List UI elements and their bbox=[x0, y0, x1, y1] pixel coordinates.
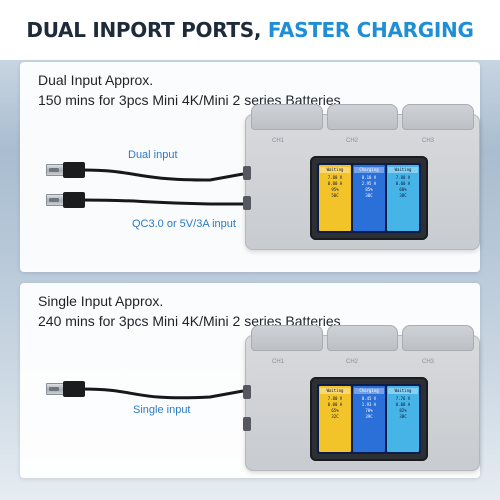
headline-banner: DUAL INPORT PORTS, FASTER CHARGING bbox=[0, 0, 500, 60]
lcd-channel-2: Charging 8.18 V 2.95 A 85% 38C bbox=[353, 165, 385, 231]
qc-input-caption: QC3.0 or 5V/3A input bbox=[132, 218, 236, 230]
lcd-current: 1.93 A bbox=[361, 402, 377, 407]
slot-label-ch3: CH3 bbox=[422, 359, 435, 365]
battery-slot-3 bbox=[402, 325, 475, 351]
lcd-voltage: 7.88 V bbox=[327, 175, 343, 180]
lcd-status: Waiting bbox=[388, 388, 418, 394]
lcd-display-bottom: Waiting 7.80 V 0.00 A 65% 32C Charging 8… bbox=[310, 377, 428, 461]
battery-slot-2 bbox=[326, 325, 399, 351]
lcd-status: Waiting bbox=[320, 388, 350, 394]
lcd-temp: 38C bbox=[365, 193, 373, 198]
usb-a-plug-2 bbox=[46, 192, 85, 208]
lcd-voltage: 8.18 V bbox=[361, 175, 377, 180]
single-input-panel: Single Input Approx. 240 mins for 3pcs M… bbox=[20, 283, 480, 478]
lcd-temp: 50C bbox=[331, 193, 339, 198]
single-input-title: Single Input Approx. bbox=[38, 293, 164, 309]
lcd-status: Waiting bbox=[320, 167, 350, 173]
battery-slots bbox=[251, 325, 475, 351]
lcd-voltage: 7.80 V bbox=[395, 175, 411, 180]
lcd-percent: 68% bbox=[399, 187, 407, 192]
lcd-screen: Waiting 7.80 V 0.00 A 65% 32C Charging 8… bbox=[317, 384, 421, 454]
lcd-current: 0.00 A bbox=[395, 402, 411, 407]
dual-input-title: Dual Input Approx. bbox=[38, 72, 154, 88]
lcd-temp: 39C bbox=[365, 414, 373, 419]
battery-slot-1 bbox=[251, 325, 323, 351]
lcd-channel-3: Waiting 7.76 V 0.00 A 82% 38C bbox=[387, 386, 419, 452]
lcd-percent: 82% bbox=[399, 408, 407, 413]
lcd-channel-1: Waiting 7.80 V 0.00 A 65% 32C bbox=[319, 386, 351, 452]
charging-hub-bottom: CH1 CH2 CH3 Waiting 7.80 V 0.00 A 65% 32… bbox=[243, 325, 480, 471]
headline-part1: DUAL INPORT PORTS, bbox=[26, 18, 262, 42]
lcd-percent: 78% bbox=[365, 408, 373, 413]
lcd-current: 2.95 A bbox=[361, 181, 377, 186]
usb-a-plug-single bbox=[46, 381, 85, 397]
usb-port-2 bbox=[243, 417, 251, 431]
lcd-temp: 38C bbox=[399, 193, 407, 198]
usb-port-1 bbox=[243, 166, 251, 180]
lcd-temp: 38C bbox=[399, 414, 407, 419]
single-input-caption: Single input bbox=[133, 404, 191, 416]
usb-port-1 bbox=[243, 385, 251, 399]
lcd-status: Charging bbox=[354, 388, 384, 394]
headline-part2: FASTER CHARGING bbox=[267, 18, 474, 42]
lcd-current: 0.00 A bbox=[327, 402, 343, 407]
lcd-current: 0.00 A bbox=[395, 181, 411, 186]
dual-input-panel: Dual Input Approx. 150 mins for 3pcs Min… bbox=[20, 62, 480, 272]
slot-label-ch3: CH3 bbox=[422, 138, 435, 144]
lcd-percent: 65% bbox=[331, 408, 339, 413]
lcd-channel-2: Charging 8.45 V 1.93 A 78% 39C bbox=[353, 386, 385, 452]
lcd-voltage: 8.45 V bbox=[361, 396, 377, 401]
slot-label-ch1: CH1 bbox=[272, 138, 285, 144]
lcd-current: 0.00 A bbox=[327, 181, 343, 186]
lcd-status: Charging bbox=[354, 167, 384, 173]
lcd-voltage: 7.80 V bbox=[327, 396, 343, 401]
lcd-percent: 85% bbox=[365, 187, 373, 192]
battery-slot-1 bbox=[251, 104, 323, 130]
slot-label-ch2: CH2 bbox=[346, 359, 359, 365]
dual-input-caption: Dual input bbox=[128, 149, 178, 161]
lcd-display-top: Waiting 7.88 V 0.00 A 95% 50C Charging 8… bbox=[310, 156, 428, 240]
usb-a-plug-1 bbox=[46, 162, 85, 178]
battery-slot-2 bbox=[326, 104, 399, 130]
lcd-screen: Waiting 7.88 V 0.00 A 95% 50C Charging 8… bbox=[317, 163, 421, 233]
battery-slots bbox=[251, 104, 475, 130]
lcd-voltage: 7.76 V bbox=[395, 396, 411, 401]
usb-port-2 bbox=[243, 196, 251, 210]
lcd-channel-3: Waiting 7.80 V 0.00 A 68% 38C bbox=[387, 165, 419, 231]
lcd-temp: 32C bbox=[331, 414, 339, 419]
battery-slot-3 bbox=[402, 104, 475, 130]
lcd-channel-1: Waiting 7.88 V 0.00 A 95% 50C bbox=[319, 165, 351, 231]
slot-label-ch1: CH1 bbox=[272, 359, 285, 365]
lcd-percent: 95% bbox=[331, 187, 339, 192]
lcd-status: Waiting bbox=[388, 167, 418, 173]
slot-label-ch2: CH2 bbox=[346, 138, 359, 144]
charging-hub-top: CH1 CH2 CH3 Waiting 7.88 V 0.00 A 95% 50… bbox=[243, 104, 480, 250]
